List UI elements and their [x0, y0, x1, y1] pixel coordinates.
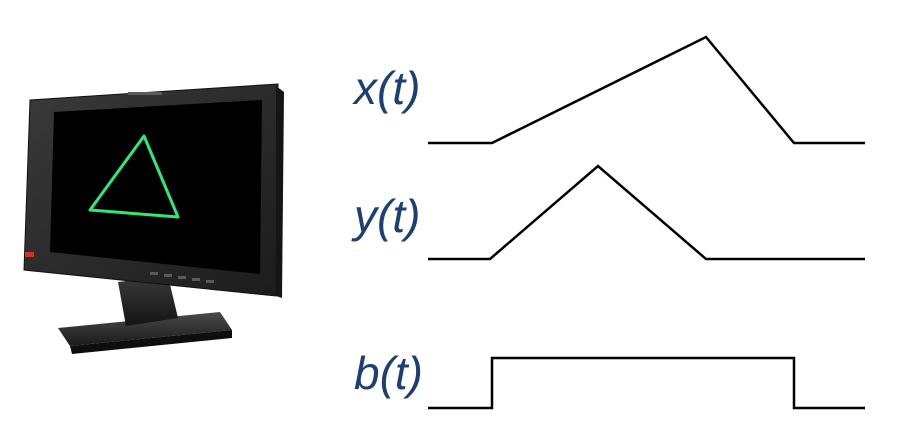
label-b-signal: b(t) [354, 347, 423, 399]
triangle-shape [88, 134, 180, 219]
monitor-stand [118, 276, 178, 326]
monitor-screen [50, 100, 262, 274]
waveform-x [428, 35, 865, 145]
waveform-b [428, 356, 865, 410]
monitor-icon [23, 83, 284, 354]
monitor-controls [150, 272, 214, 283]
power-led [25, 252, 34, 257]
waveform-y [428, 164, 865, 261]
label-x-signal: x(t) [352, 62, 420, 114]
label-y-signal: y(t) [351, 190, 420, 242]
brand-mark [128, 92, 162, 95]
monitor-base [58, 312, 232, 346]
